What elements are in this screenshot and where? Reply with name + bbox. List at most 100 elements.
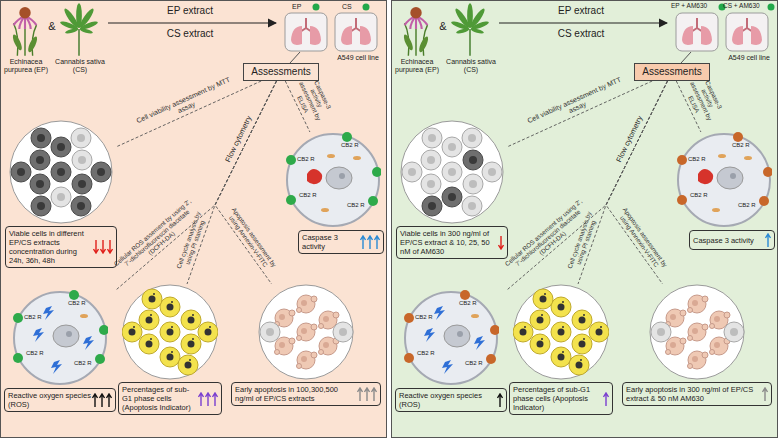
figure-label: CS extract <box>511 28 651 40</box>
receptor-label: CB2 R <box>74 360 96 367</box>
result-box: Caspase 3 activity <box>689 230 775 250</box>
arrow-stroke <box>375 236 380 249</box>
illustration-spacer <box>396 120 508 226</box>
receptor-label: CB2 R <box>24 314 46 321</box>
arrow-stroke <box>101 240 106 253</box>
result-node: Early apoptosis in 300 ng/ml of EP/CS ex… <box>619 284 775 406</box>
trend-arrow <box>497 393 503 407</box>
arrow-stroke <box>358 388 363 401</box>
trend-arrow <box>357 387 363 401</box>
arrow-stroke <box>100 394 105 407</box>
result-text: Percentages of sub-G1 phase cells (Apopt… <box>122 385 197 412</box>
arrow-stroke <box>206 393 211 406</box>
result-box: Reactive oxygen species (ROS) <box>395 388 507 412</box>
trend-arrow <box>371 387 377 401</box>
result-text: Reactive oxygen species (ROS) <box>399 391 496 409</box>
box-label: Assessments <box>642 66 701 77</box>
receptor-label: CB2 R <box>415 314 437 321</box>
trend-arrow <box>498 236 504 250</box>
receptor-label: CB2 R <box>732 142 754 149</box>
result-text: Caspase 3 activity <box>693 236 764 245</box>
trend-arrow <box>765 233 771 247</box>
receptor-label: CB2 R <box>738 202 760 209</box>
arrow-stroke <box>94 240 99 253</box>
trend-arrow <box>205 392 211 406</box>
trend-arrow <box>198 392 204 406</box>
illustration-spacer <box>118 284 222 382</box>
receptor-label: CB2 R <box>417 350 439 357</box>
result-text: Viable cells in 300 ng/ml of EP/CS extra… <box>400 229 497 256</box>
receptor-label: CB2 R <box>299 192 321 199</box>
trend-arrow <box>106 393 112 407</box>
box-title: Assessments <box>243 63 319 81</box>
arrow-stroke <box>361 236 366 249</box>
illustration-spacer <box>4 290 116 388</box>
result-box: Viable cells in 300 ng/ml of EP/CS extra… <box>396 226 508 259</box>
arrow-stroke <box>107 394 112 407</box>
trend-arrow <box>93 240 99 254</box>
figure-label: EP + AM630 <box>671 2 719 9</box>
box-title: Assessments <box>634 63 710 81</box>
arrow-stroke <box>108 240 113 253</box>
result-box: Viable cells in different EP/CS extracts… <box>5 226 117 268</box>
figure-label: CS + AM630 <box>723 2 767 9</box>
arrow-stroke <box>365 388 370 401</box>
result-node: Caspase 3 activity <box>673 132 775 250</box>
figure-label: Echinacea purpurea (EP) <box>0 58 52 74</box>
trend-arrow <box>360 235 366 249</box>
assessment-box: Assessments <box>243 63 319 81</box>
result-node: Percentages of sub-G1 phase cells (Apopt… <box>118 284 222 415</box>
receptor-label: CB2 R <box>297 156 319 163</box>
box-label: Assessments <box>251 66 310 77</box>
arrow-stroke <box>199 393 204 406</box>
illustration-spacer <box>5 120 117 226</box>
receptor-label: CB2 R <box>347 202 369 209</box>
result-box: Caspase 3 activity <box>298 230 384 254</box>
result-box: Reactive oxygen species (ROS) <box>4 388 116 412</box>
arrow-stroke <box>93 394 98 407</box>
figure-label: EP extract <box>511 5 651 17</box>
arrow-stroke <box>498 394 503 407</box>
arrow-stroke <box>766 234 771 247</box>
arrow-stroke <box>213 393 218 406</box>
trend-arrow <box>92 393 98 407</box>
illustration-spacer <box>228 284 384 382</box>
figure-label: Echinacea purpurea (EP) <box>391 58 443 74</box>
result-node: Viable cells in 300 ng/ml of EP/CS extra… <box>396 120 508 259</box>
receptor-label: CB2 R <box>68 300 90 307</box>
figure-label: & <box>47 20 57 33</box>
assessment-box: Assessments <box>634 63 710 81</box>
result-node: Caspase 3 activity <box>282 132 384 254</box>
result-text: Early apoptosis in 300 ng/ml of EP/CS ex… <box>626 385 761 403</box>
figure-label: A549 cell line <box>721 54 777 62</box>
receptor-label: CB2 R <box>690 192 712 199</box>
trend-arrow <box>367 235 373 249</box>
arrow-stroke <box>604 393 609 406</box>
figure-label: Cannabis sativa (CS) <box>54 58 106 74</box>
illustration-spacer <box>282 132 384 230</box>
figure-label: CS extract <box>120 28 260 40</box>
figure-label: EP extract <box>120 5 260 17</box>
result-node: Reactive oxygen species (ROS) <box>4 290 116 412</box>
trend-arrow <box>99 393 105 407</box>
illustration-spacer <box>619 284 775 382</box>
figure-label: A549 cell line <box>330 54 386 62</box>
result-text: Early apoptosis in 100,300,500 ng/ml of … <box>235 385 356 403</box>
illustration-spacer <box>395 290 507 388</box>
result-box: Early apoptosis in 100,300,500 ng/ml of … <box>231 382 381 406</box>
result-box: Percentages of sub-G1 phase cells (Apopt… <box>118 382 222 415</box>
trend-arrow <box>100 240 106 254</box>
figure-label: CS <box>342 3 362 11</box>
result-text: Caspase 3 activity <box>302 233 359 251</box>
arrow-stroke <box>499 236 504 249</box>
result-box: Percentages of sub-G1 phase cells (Apopt… <box>509 382 613 415</box>
receptor-label: CB2 R <box>459 300 481 307</box>
figure-label: & <box>438 20 448 33</box>
result-node: Reactive oxygen species (ROS) <box>395 290 507 412</box>
figure-label: EP <box>292 3 312 11</box>
illustration-spacer <box>509 284 613 382</box>
result-node: Viable cells in different EP/CS extracts… <box>5 120 117 268</box>
receptor-label: CB2 R <box>26 350 48 357</box>
arrow-stroke <box>372 388 377 401</box>
arrow-stroke <box>368 236 373 249</box>
